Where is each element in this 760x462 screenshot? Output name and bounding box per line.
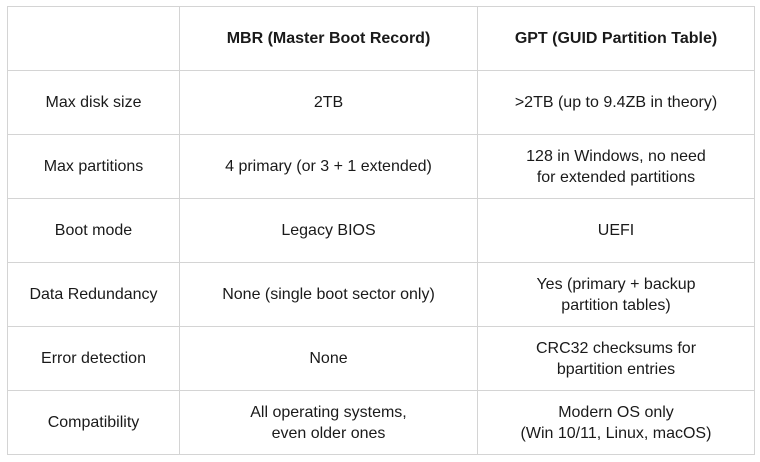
table-row: Compatibility All operating systems, eve… bbox=[7, 390, 755, 455]
header-cell-gpt: GPT (GUID Partition Table) bbox=[477, 6, 755, 71]
row-label: Boot mode bbox=[7, 198, 180, 263]
mbr-cell: None (single boot sector only) bbox=[179, 262, 478, 327]
mbr-cell: None bbox=[179, 326, 478, 391]
mbr-gpt-comparison-table: MBR (Master Boot Record) GPT (GUID Parti… bbox=[7, 6, 755, 455]
gpt-cell: UEFI bbox=[477, 198, 755, 263]
mbr-cell: All operating systems, even older ones bbox=[179, 390, 478, 455]
row-label: Error detection bbox=[7, 326, 180, 391]
row-label: Compatibility bbox=[7, 390, 180, 455]
header-cell-mbr: MBR (Master Boot Record) bbox=[179, 6, 478, 71]
row-label: Max partitions bbox=[7, 134, 180, 199]
comparison-table-container: MBR (Master Boot Record) GPT (GUID Parti… bbox=[7, 6, 755, 456]
mbr-cell: 2TB bbox=[179, 70, 478, 135]
header-row: MBR (Master Boot Record) GPT (GUID Parti… bbox=[7, 6, 755, 71]
gpt-cell: 128 in Windows, no need for extended par… bbox=[477, 134, 755, 199]
mbr-cell: 4 primary (or 3 + 1 extended) bbox=[179, 134, 478, 199]
table-row: Data Redundancy None (single boot sector… bbox=[7, 262, 755, 327]
table-row: Error detection None CRC32 checksums for… bbox=[7, 326, 755, 391]
mbr-cell: Legacy BIOS bbox=[179, 198, 478, 263]
row-label: Data Redundancy bbox=[7, 262, 180, 327]
table-row: Max disk size 2TB >2TB (up to 9.4ZB in t… bbox=[7, 70, 755, 135]
table-row: Max partitions 4 primary (or 3 + 1 exten… bbox=[7, 134, 755, 199]
table-row: Boot mode Legacy BIOS UEFI bbox=[7, 198, 755, 263]
gpt-cell: CRC32 checksums for bpartition entries bbox=[477, 326, 755, 391]
row-label: Max disk size bbox=[7, 70, 180, 135]
gpt-cell: >2TB (up to 9.4ZB in theory) bbox=[477, 70, 755, 135]
gpt-cell: Modern OS only (Win 10/11, Linux, macOS) bbox=[477, 390, 755, 455]
header-cell-empty bbox=[7, 6, 180, 71]
gpt-cell: Yes (primary + backup partition tables) bbox=[477, 262, 755, 327]
